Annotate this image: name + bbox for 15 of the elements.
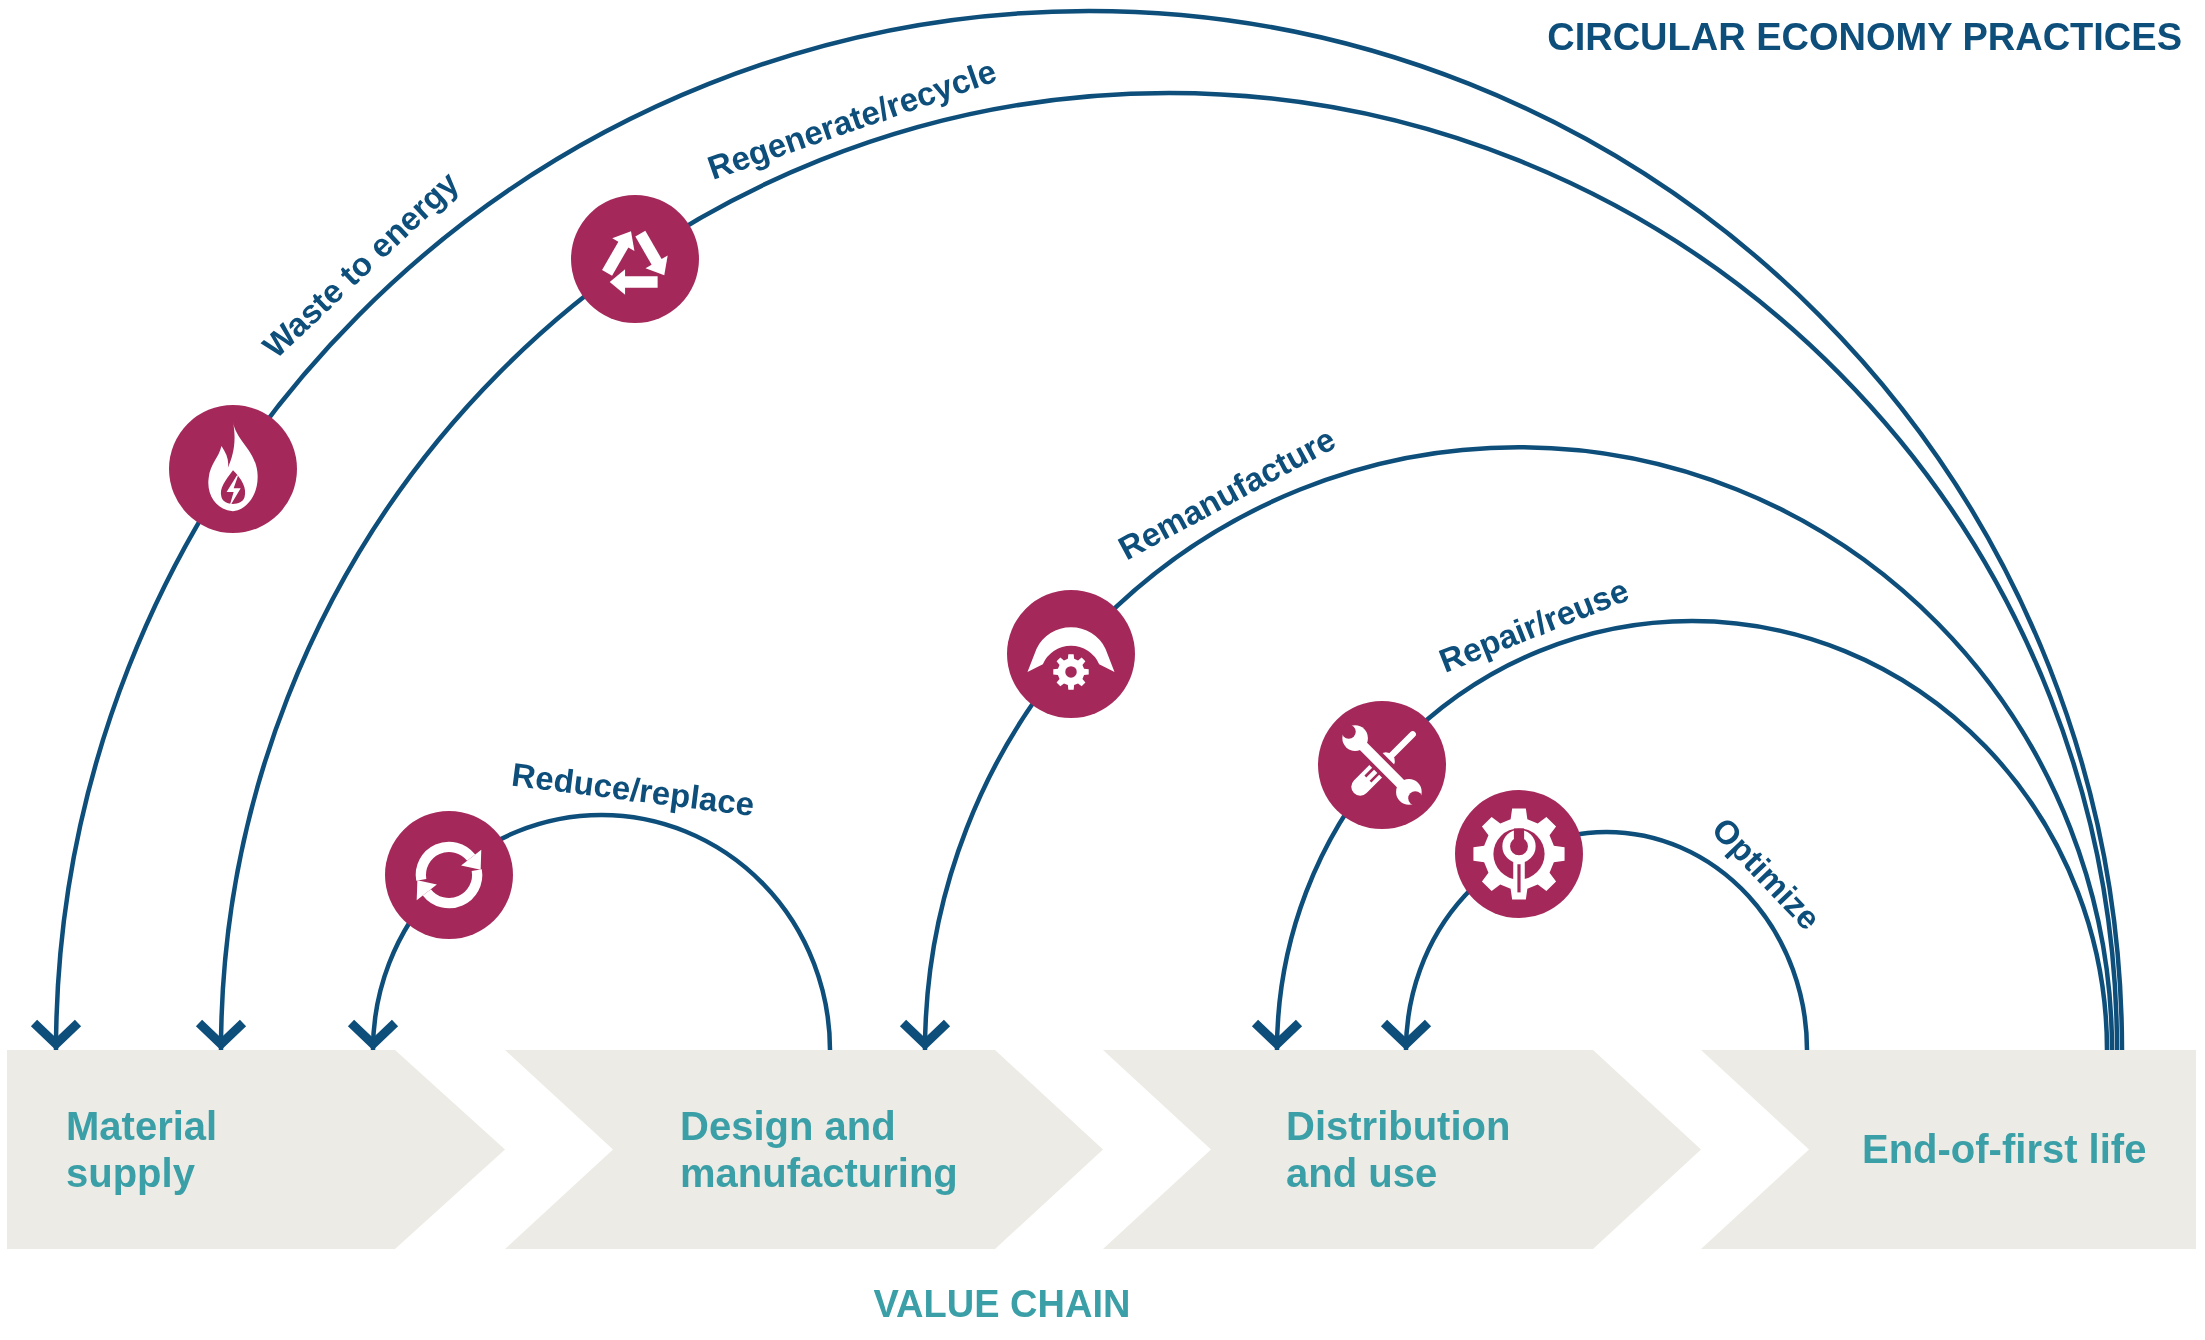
chevron-step: [7, 1050, 505, 1249]
curved-arrow: [196, 92, 2120, 1051]
chevron-step: [1103, 1050, 1701, 1249]
step-label: Material supply: [66, 1102, 219, 1197]
chevron-step: [505, 1050, 1103, 1249]
step-label: End-of-first life: [1862, 1125, 2148, 1173]
curved-arrow: [900, 445, 2115, 1051]
section-caption: VALUE CHAIN: [873, 1283, 1131, 1327]
step-label: Distribution and use: [1286, 1102, 1512, 1197]
section-heading: CIRCULAR ECONOMY PRACTICES: [1547, 16, 2182, 60]
edge-label: Reduce/replace: [509, 756, 756, 824]
curved-arrow: [1252, 619, 2110, 1051]
step-label: Design and manufacturing: [680, 1102, 959, 1197]
curved-arrow: [31, 10, 2125, 1051]
chevron-step: [1701, 1050, 2196, 1249]
